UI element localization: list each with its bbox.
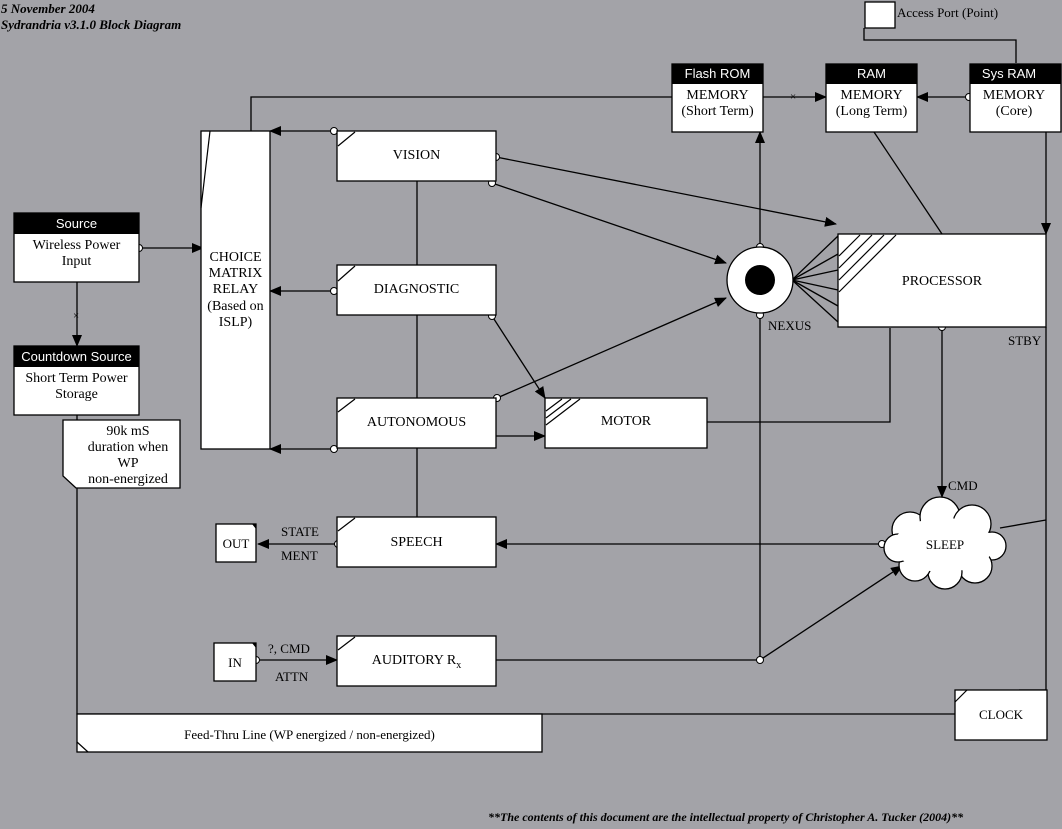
speech-box <box>336 516 497 568</box>
out-label: OUT <box>222 536 250 551</box>
relay-line5: ISLP) <box>218 315 253 330</box>
clock-label: CLOCK <box>978 707 1024 722</box>
sleep-label: SLEEP <box>925 537 965 552</box>
stby-label: STBY <box>1008 333 1042 348</box>
motor-label: MOTOR <box>600 414 652 429</box>
countdown-line2: Storage <box>55 387 98 402</box>
access-port-line <box>863 28 1017 63</box>
in-box <box>213 642 257 682</box>
note-line2: duration when <box>87 440 169 455</box>
footer-copyright: **The contents of this document are the … <box>488 810 964 824</box>
processor-label: PROCESSOR <box>901 274 983 289</box>
feed-thru-label: Feed-Thru Line (WP energized / non-energ… <box>184 727 435 742</box>
auditory-box <box>336 635 497 687</box>
relay-line2: MATRIX <box>208 266 263 281</box>
relay-memory-bus <box>250 96 672 131</box>
header-date: 5 November 2004 <box>1 1 95 16</box>
access-port-label: Access Port (Point) <box>897 5 999 20</box>
flash-rom-title: Flash ROM <box>684 66 751 81</box>
ment-label: MENT <box>281 548 318 563</box>
svg-text:×: × <box>790 91 796 103</box>
source-line2: Input <box>61 254 92 269</box>
sysram-line2: (Core) <box>995 104 1033 119</box>
relay-line1: CHOICE <box>209 250 262 265</box>
sysram-line1: MEMORY <box>982 88 1046 103</box>
flash-rom-line2: (Short Term) <box>681 104 754 119</box>
sleep-cloud <box>883 496 1007 590</box>
vision-label: VISION <box>392 148 441 163</box>
note-line4: non-energized <box>88 472 168 487</box>
ram-processor-line <box>873 131 943 235</box>
ram-title: RAM <box>857 66 886 81</box>
vision-box <box>336 130 497 182</box>
nexus-label: NEXUS <box>768 318 812 333</box>
ram-line2: (Long Term) <box>835 104 908 119</box>
state-label: STATE <box>281 524 319 539</box>
countdown-title: Countdown Source <box>21 349 132 364</box>
access-port-box <box>864 1 896 29</box>
relay-line4: (Based on <box>207 299 264 314</box>
flash-rom-line1: MEMORY <box>686 88 749 103</box>
cmd-label: CMD <box>948 478 978 493</box>
processor-box <box>837 233 1047 328</box>
note-line3: WP <box>117 456 139 471</box>
autonomous-label: AUTONOMOUS <box>366 415 467 430</box>
source-title: Source <box>55 216 98 231</box>
auditory-label: AUDITORY Rx <box>371 653 462 671</box>
note-box <box>62 419 181 489</box>
feed-thru-box <box>76 713 543 753</box>
autonomous-box <box>336 397 497 449</box>
attn-label: ATTN <box>275 669 309 684</box>
motor-box <box>544 397 708 449</box>
nexus-core <box>745 265 775 295</box>
relay-line3: RELAY <box>212 282 259 297</box>
speech-label: SPEECH <box>390 535 443 550</box>
header-title: Sydrandria v3.1.0 Block Diagram <box>1 17 182 32</box>
sysram-title: Sys RAM <box>981 66 1037 81</box>
note-line1: 90k mS <box>106 424 150 439</box>
diagnostic-label: DIAGNOSTIC <box>373 282 460 297</box>
in-label: IN <box>228 655 242 670</box>
in-cmd-label: ?, CMD <box>268 641 310 656</box>
out-box <box>215 523 257 563</box>
clock-box <box>954 689 1048 741</box>
relay-box <box>200 130 271 450</box>
ram-line1: MEMORY <box>840 88 903 103</box>
diagnostic-box <box>336 264 497 316</box>
source-line1: Wireless Power <box>32 238 121 253</box>
countdown-line1: Short Term Power <box>25 371 128 386</box>
svg-text:×: × <box>73 310 79 322</box>
